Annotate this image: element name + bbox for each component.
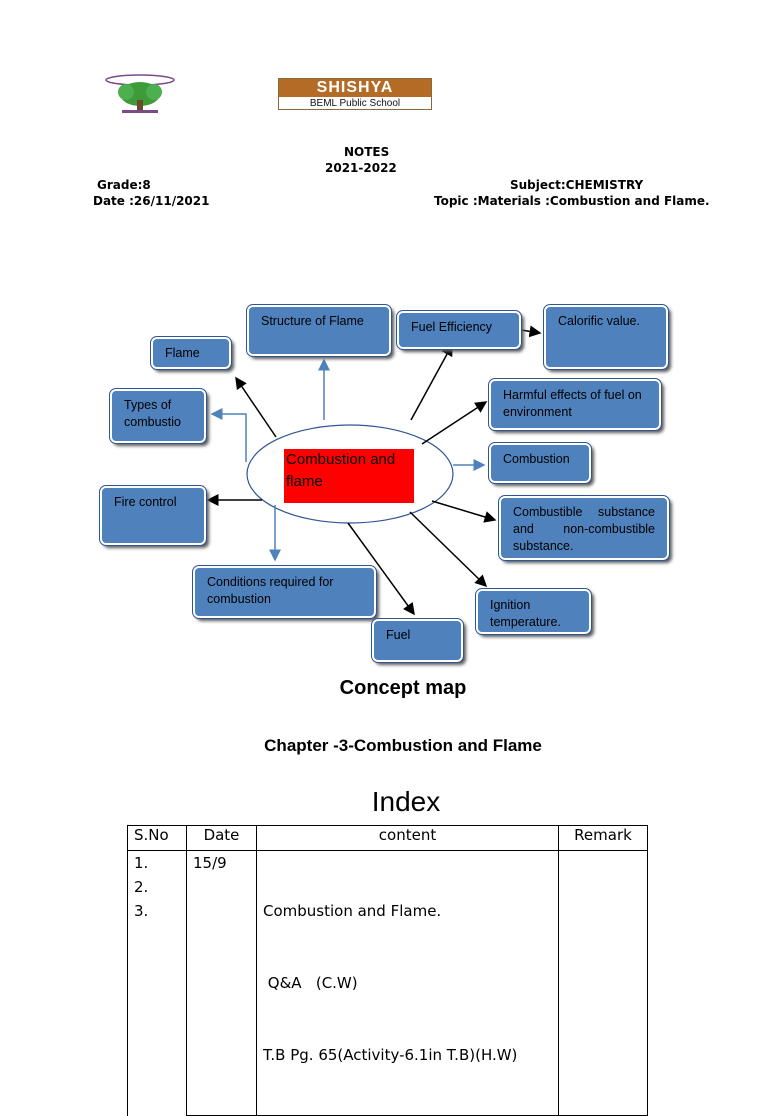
- node-ignition-label: Ignition temperature.: [490, 598, 561, 629]
- grade-label: Grade:8: [97, 178, 151, 192]
- row-2-content: Q&A (C.W): [263, 974, 358, 992]
- arrow-to-combustible: [431, 500, 497, 523]
- cell-content: Combustion and Flame. Q&A (C.W) T.B Pg. …: [256, 850, 559, 1116]
- index-table: S.No Date content Remark 1. 2. 3. 15/9 C…: [127, 825, 648, 1116]
- school-emblem-logo: [100, 72, 180, 116]
- node-harmful-label: Harmful effects of fuel on environment: [503, 388, 642, 419]
- node-combustion: Combustion: [488, 442, 592, 484]
- node-flame: Flame: [150, 336, 232, 370]
- topic-label: Topic :Materials :Combustion and Flame.: [434, 194, 710, 208]
- node-types-of-combustion: Types of combustio: [109, 388, 207, 444]
- subject-label: Subject:CHEMISTRY: [510, 178, 644, 192]
- node-structure-of-flame: Structure of Flame: [246, 304, 392, 357]
- index-header-row: S.No Date content Remark: [127, 825, 648, 851]
- academic-year: 2021-2022: [325, 161, 397, 175]
- shishya-logo-title: SHISHYA: [279, 79, 431, 97]
- arrow-to-ignition: [409, 511, 488, 588]
- cell-date: 15/9: [186, 850, 257, 1116]
- node-combustible-label: Combustible substance and non-combustibl…: [513, 505, 655, 553]
- index-title: Index: [371, 786, 441, 817]
- node-ignition-temperature: Ignition temperature.: [475, 588, 592, 635]
- col-content: content: [256, 825, 559, 851]
- node-harmful-effects: Harmful effects of fuel on environment: [488, 378, 662, 431]
- cell-remark: [558, 850, 648, 1116]
- row-2-sno: 2.: [134, 878, 149, 896]
- center-node: Combustion and flame: [284, 449, 414, 503]
- row-1-date: 15/9: [193, 854, 227, 872]
- arrow-to-types: [210, 408, 247, 462]
- row-1-content: Combustion and Flame.: [263, 902, 442, 920]
- col-date: Date: [186, 825, 257, 851]
- arrow-to-fuel: [347, 522, 415, 616]
- col-sno: S.No: [127, 825, 187, 851]
- node-combustion-label: Combustion: [503, 452, 570, 466]
- node-conditions: Conditions required for combustion: [192, 565, 377, 619]
- node-fuel-efficiency: Fuel Efficiency: [396, 310, 522, 350]
- node-fuel-efficiency-label: Fuel Efficiency: [411, 320, 493, 334]
- arrow-to-harmful: [421, 401, 488, 445]
- row-3-sno: 3.: [134, 902, 149, 920]
- date-label: Date :26/11/2021: [93, 194, 210, 208]
- shishya-logo: SHISHYA BEML Public School: [278, 78, 432, 110]
- node-fuel: Fuel: [371, 618, 464, 663]
- notes-heading: NOTES: [344, 145, 390, 159]
- row-1-sno: 1.: [134, 854, 149, 872]
- shishya-logo-subtitle: BEML Public School: [309, 98, 401, 109]
- arrow-to-fuel-efficiency: [410, 343, 453, 421]
- cell-sno: 1. 2. 3.: [127, 850, 187, 1116]
- node-flame-label: Flame: [165, 346, 200, 360]
- node-calorific-label: Calorific value.: [558, 314, 640, 328]
- table-row: 1. 2. 3. 15/9 Combustion and Flame. Q&A …: [127, 850, 648, 1116]
- col-remark: Remark: [558, 825, 648, 851]
- node-structure-label: Structure of Flame: [261, 314, 364, 328]
- node-conditions-label: Conditions required for combustion: [207, 575, 334, 606]
- arrow-to-flame: [235, 376, 277, 438]
- node-calorific-value: Calorific value.: [543, 304, 669, 370]
- node-types-label: Types of combustio: [124, 398, 181, 429]
- center-node-label: Combustion and flame: [286, 451, 396, 490]
- node-fire-control-label: Fire control: [114, 495, 177, 509]
- node-fuel-label: Fuel: [386, 628, 411, 642]
- node-combustible-substance: Combustible substance and non-combustibl…: [498, 495, 670, 561]
- chapter-title: Chapter -3-Combustion and Flame: [264, 736, 542, 755]
- concept-map-caption: Concept map: [339, 677, 467, 699]
- node-fire-control: Fire control: [99, 485, 207, 546]
- arrow-fuel-eff-to-calorific: [520, 325, 542, 338]
- row-3-content: T.B Pg. 65(Activity-6.1in T.B)(H.W): [263, 1046, 518, 1064]
